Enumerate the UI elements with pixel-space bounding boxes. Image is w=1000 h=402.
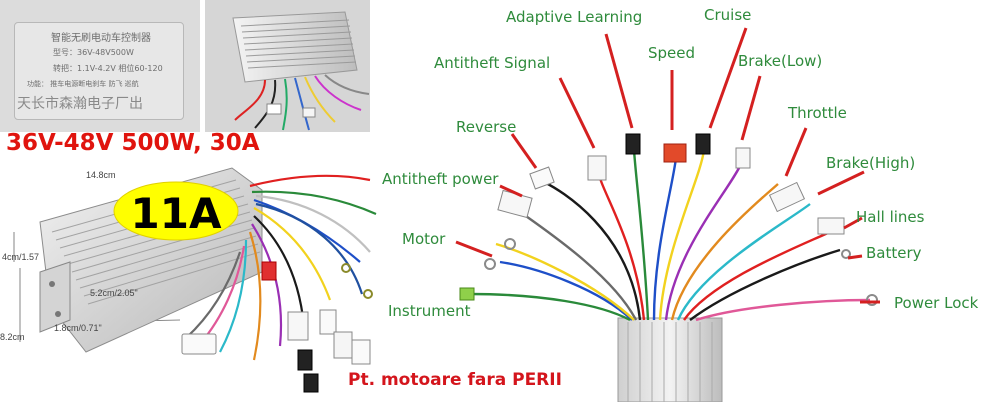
plate-line: 转把：1.1V-4.2V 相位60-120 — [53, 64, 163, 73]
label-adaptive-learning: Adaptive Learning — [506, 8, 643, 26]
label-motor: Motor — [402, 230, 446, 248]
current-badge: 11A — [131, 189, 222, 238]
plate-line: 型号：36V-48V500W — [53, 48, 134, 57]
controller-dimension-drawing: 11A — [13, 167, 377, 393]
label-brake-high: Brake(High) — [826, 154, 916, 172]
label-closeup-photo: 智能无刷电动车控制器 型号：36V-48V500W 转把：1.1V-4.2V 相… — [0, 0, 200, 132]
controller-photo-icon — [205, 0, 370, 132]
controller-wires-photo — [205, 0, 370, 132]
plate-line: 智能无刷电动车控制器 — [51, 33, 151, 44]
brushless-note: Pt. motoare fara PERII — [348, 370, 562, 390]
label-plate: 智能无刷电动车控制器 型号：36V-48V500W 转把：1.1V-4.2V 相… — [14, 22, 184, 120]
dim-mid: 5.2cm/2.05" — [90, 288, 138, 298]
dim-small: 1.8cm/0.71" — [54, 323, 102, 333]
dim-width: 8.2cm — [0, 332, 25, 342]
label-cruise: Cruise — [704, 6, 752, 24]
dim-length: 14.8cm — [86, 170, 116, 180]
label-reverse: Reverse — [456, 118, 517, 136]
label-brake-low: Brake(Low) — [738, 52, 823, 70]
label-speed: Speed — [648, 44, 696, 62]
plate-line: 天长市森瀚电子厂出 — [17, 96, 143, 112]
label-battery: Battery — [866, 244, 922, 262]
label-throttle: Throttle — [788, 104, 847, 122]
callout-arrow-icon — [455, 27, 880, 304]
label-power-lock: Power Lock — [894, 294, 979, 312]
label-instrument: Instrument — [388, 302, 471, 320]
plate-line: 功能： 推车电源断电刹车 防飞 巡航 — [27, 80, 139, 88]
dim-height: 4cm/1.57 — [2, 252, 40, 262]
label-hall-lines: Hall lines — [856, 208, 925, 226]
label-antitheft-signal: Antitheft Signal — [434, 54, 551, 72]
label-antitheft-power: Antitheft power — [382, 170, 499, 188]
spec-headline: 36V-48V 500W, 30A — [6, 130, 260, 156]
